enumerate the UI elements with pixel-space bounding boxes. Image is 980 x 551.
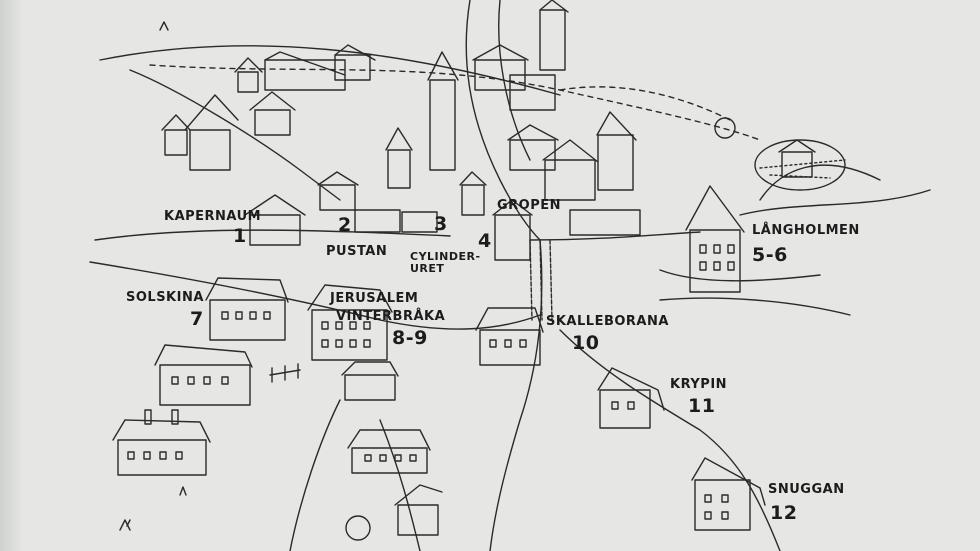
road xyxy=(465,0,541,241)
house-upper-right-2 xyxy=(539,0,569,71)
place-name-solskina: SOLSKINA xyxy=(126,290,204,305)
house-center-1 xyxy=(385,127,413,189)
house-jerusalem xyxy=(307,284,393,361)
house-upper-left xyxy=(161,94,239,171)
house-long-right xyxy=(569,209,641,236)
tree-bottom xyxy=(345,515,371,541)
place-name-kapernaum: KAPERNAUM xyxy=(164,209,262,224)
house-pustan xyxy=(354,209,438,233)
house-islet xyxy=(778,139,816,178)
house-hill-4 xyxy=(234,57,263,93)
road xyxy=(559,329,781,551)
place-number-cylinderuret: 3 xyxy=(434,213,448,235)
place-name-vinterbraka: VINTERBRÅKA xyxy=(336,309,446,324)
place-number-snuggan: 12 xyxy=(770,502,798,524)
house-hill-1 xyxy=(249,91,296,136)
house-upper-right-1 xyxy=(472,44,556,111)
place-name-jerusalem: JERUSALEM xyxy=(330,291,419,306)
house-hill-2 xyxy=(264,51,346,91)
shrub xyxy=(159,21,169,31)
dashed-path xyxy=(559,86,731,121)
place-number-skalleborana: 10 xyxy=(572,332,600,354)
hill-line xyxy=(529,231,701,241)
house-solskina xyxy=(205,277,289,341)
house-krypin xyxy=(597,367,665,429)
place-name-krypin: KRYPIN xyxy=(670,377,728,392)
dashed-path xyxy=(149,64,761,141)
place-number-langholmen: 5-6 xyxy=(752,244,788,266)
house-center-3 xyxy=(317,171,359,211)
place-number-kapernaum: 1 xyxy=(233,225,247,247)
shore-line xyxy=(759,164,881,201)
house-bottom-small xyxy=(394,484,443,536)
place-number-vinterbraka: 8-9 xyxy=(392,327,428,349)
fence-center xyxy=(269,363,301,383)
house-upper-right-3 xyxy=(507,124,599,201)
place-name-gropen: GROPEN xyxy=(497,198,562,213)
road xyxy=(659,297,851,316)
hill-line xyxy=(94,229,451,241)
house-center-2 xyxy=(427,51,459,171)
road xyxy=(379,419,421,551)
road xyxy=(289,399,341,551)
road xyxy=(498,0,531,161)
house-bottom-center xyxy=(347,429,431,474)
place-number-gropen: 4 xyxy=(478,230,492,252)
shrub xyxy=(119,519,131,531)
paper-edge xyxy=(0,0,24,551)
house-hill-3 xyxy=(334,44,376,81)
house-lower-left xyxy=(154,344,253,406)
shrub xyxy=(179,486,187,496)
road xyxy=(489,239,543,551)
place-name-pustan: PUSTAN xyxy=(326,244,388,259)
place-name-skalleborana: SKALLEBORANA xyxy=(546,314,669,329)
place-name-cylinderuret: CYLINDER- URET xyxy=(410,250,481,275)
place-name-langholmen: LÅNGHOLMEN xyxy=(752,223,860,238)
tree-islet xyxy=(714,117,736,139)
house-langholmen xyxy=(685,185,745,293)
road xyxy=(659,269,821,282)
hill-line xyxy=(129,69,341,201)
islet-shading xyxy=(759,159,846,179)
house-small-center xyxy=(341,361,399,401)
place-number-solskina: 7 xyxy=(190,308,204,330)
house-gropen-area xyxy=(459,171,533,261)
house-upper-right-4 xyxy=(596,111,637,191)
islet xyxy=(754,139,846,191)
shore-line xyxy=(739,189,931,216)
road xyxy=(89,261,541,330)
hill-line xyxy=(99,45,561,96)
place-name-snuggan: SNUGGAN xyxy=(768,482,845,497)
house-bottom-left xyxy=(112,409,211,476)
place-number-pustan: 2 xyxy=(338,214,352,236)
house-kapernaum xyxy=(244,194,306,246)
house-snuggan xyxy=(691,457,766,531)
house-skalleborana xyxy=(475,307,544,366)
place-number-krypin: 11 xyxy=(688,395,716,417)
